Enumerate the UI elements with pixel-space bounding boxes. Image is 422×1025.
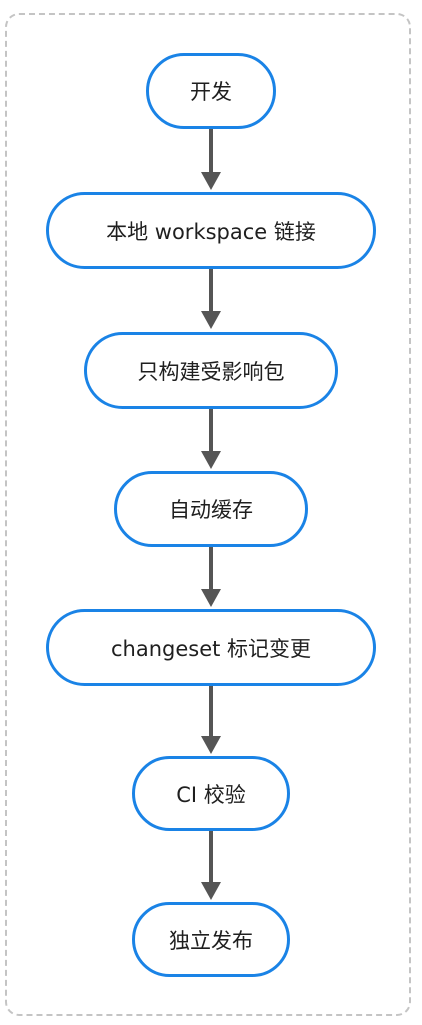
diagram-frame xyxy=(5,13,411,1016)
arrow-3 xyxy=(201,409,221,469)
node-publish: 独立发布 xyxy=(132,902,290,977)
node-develop: 开发 xyxy=(146,53,276,129)
node-auto-cache: 自动缓存 xyxy=(114,471,308,547)
node-changeset: changeset 标记变更 xyxy=(46,609,376,686)
arrow-4 xyxy=(201,547,221,607)
arrow-2 xyxy=(201,269,221,329)
arrow-5 xyxy=(201,686,221,754)
node-workspace-link: 本地 workspace 链接 xyxy=(46,192,376,269)
arrow-1 xyxy=(201,129,221,190)
arrow-6 xyxy=(201,831,221,900)
node-ci-check: CI 校验 xyxy=(132,756,290,831)
node-build-affected: 只构建受影响包 xyxy=(84,332,338,409)
